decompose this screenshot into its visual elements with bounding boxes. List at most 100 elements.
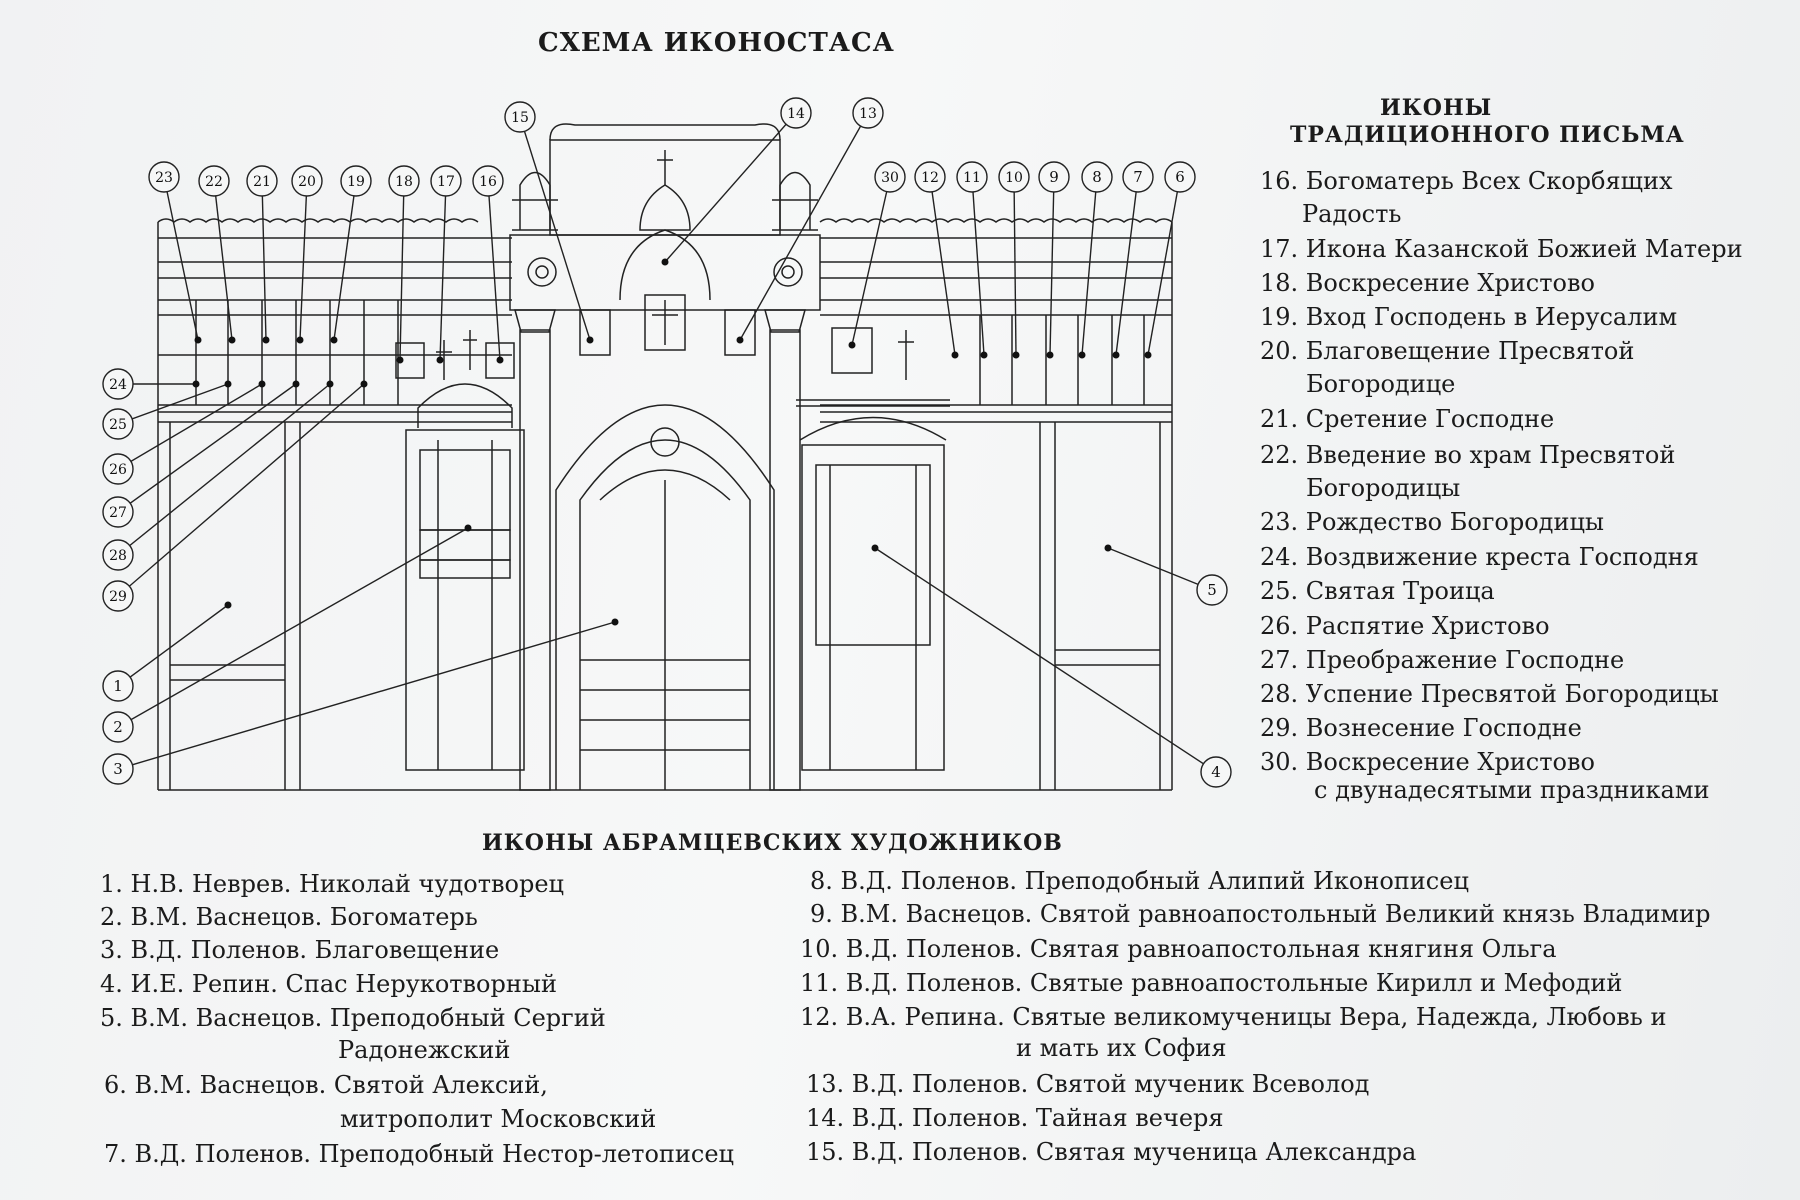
trad-item-24: 24. Воздвижение креста Господня bbox=[1260, 543, 1699, 571]
abr-item-11: 11. В.Д. Поленов. Святые равноапостольны… bbox=[800, 969, 1623, 997]
trad-item-22: 22. Введение во храм Пресвятой bbox=[1260, 441, 1676, 469]
callout-dot-2 bbox=[464, 524, 472, 532]
callout-dot-12 bbox=[951, 351, 959, 359]
callout-label-19: 19 bbox=[347, 174, 365, 190]
callout-dot-22 bbox=[228, 336, 236, 344]
callout-circle-10 bbox=[998, 161, 1030, 193]
callout-label-25: 25 bbox=[109, 417, 127, 433]
trad-item-20: 20. Благовещение Пресвятой bbox=[1260, 337, 1635, 365]
abr-item-5-cont: Радонежский bbox=[338, 1036, 511, 1064]
callout-dot-3 bbox=[611, 618, 619, 626]
callout-label-9: 9 bbox=[1049, 168, 1059, 186]
callout-circle-29 bbox=[102, 580, 134, 612]
traditional-heading-line2: ТРАДИЦИОННОГО ПИСЬМА bbox=[1290, 122, 1685, 148]
callout-dot-13 bbox=[736, 336, 744, 344]
callout-label-16: 16 bbox=[479, 174, 497, 190]
leader-line-9 bbox=[1049, 176, 1055, 356]
abr-item-13: 13. В.Д. Поленов. Святой мученик Всеволо… bbox=[806, 1070, 1370, 1098]
callout-label-1: 1 bbox=[113, 677, 123, 695]
abr-item-6-cont: митрополит Московский bbox=[340, 1105, 657, 1133]
abr-item-6: 6. В.М. Васнецов. Святой Алексий, bbox=[104, 1071, 548, 1099]
trad-item-16-cont: Радость bbox=[1302, 200, 1402, 228]
callout-dot-27 bbox=[292, 380, 300, 388]
abr-item-7: 7. В.Д. Поленов. Преподобный Нестор-лето… bbox=[104, 1140, 734, 1168]
iconostasis-structure bbox=[157, 123, 1173, 791]
callout-dot-4 bbox=[871, 544, 879, 552]
leader-line-1 bbox=[117, 604, 229, 687]
traditional-heading-line1: ИКОНЫ bbox=[1380, 95, 1493, 121]
callout-label-10: 10 bbox=[1005, 170, 1023, 186]
callout-label-8: 8 bbox=[1092, 168, 1102, 186]
callout-label-18: 18 bbox=[395, 174, 413, 190]
trad-item-25: 25. Святая Троица bbox=[1260, 577, 1495, 605]
trad-item-30-cont: с двунадесятыми праздниками bbox=[1314, 776, 1710, 804]
callout-circle-28 bbox=[102, 539, 134, 571]
callout-label-28: 28 bbox=[109, 548, 127, 564]
callout-label-15: 15 bbox=[511, 110, 529, 126]
callout-label-6: 6 bbox=[1175, 168, 1185, 186]
abramtsevo-heading: ИКОНЫ АБРАМЦЕВСКИХ ХУДОЖНИКОВ bbox=[482, 830, 1063, 856]
abr-item-5: 5. В.М. Васнецов. Преподобный Сергий bbox=[100, 1004, 606, 1032]
leader-line-22 bbox=[213, 180, 233, 341]
callout-label-17: 17 bbox=[437, 174, 455, 190]
abr-item-12: 12. В.А. Репина. Святые великомученицы В… bbox=[800, 1003, 1667, 1031]
leader-line-18 bbox=[399, 180, 405, 361]
callout-label-22: 22 bbox=[205, 174, 223, 190]
callout-circle-7 bbox=[1122, 161, 1154, 193]
trad-item-28: 28. Успение Пресвятой Богородицы bbox=[1260, 680, 1719, 708]
leader-line-13 bbox=[739, 112, 869, 341]
callout-dot-25 bbox=[224, 380, 232, 388]
leader-line-8 bbox=[1081, 176, 1098, 356]
callout-dot-21 bbox=[262, 336, 270, 344]
callout-circle-26 bbox=[102, 453, 134, 485]
trad-item-20-cont: Богородице bbox=[1306, 370, 1456, 398]
callout-circle-18 bbox=[388, 165, 420, 197]
callout-circle-13 bbox=[852, 97, 884, 129]
callout-circle-12 bbox=[914, 161, 946, 193]
leader-line-4 bbox=[874, 547, 1217, 773]
trad-item-27: 27. Преображение Господне bbox=[1260, 646, 1625, 674]
callout-dot-6 bbox=[1144, 351, 1152, 359]
callout-dot-10 bbox=[1012, 351, 1020, 359]
callout-circle-4 bbox=[1200, 756, 1232, 788]
callout-label-7: 7 bbox=[1133, 168, 1143, 186]
callout-label-26: 26 bbox=[109, 462, 127, 478]
callout-dot-19 bbox=[330, 336, 338, 344]
abr-item-12-cont: и мать их София bbox=[1016, 1034, 1227, 1062]
callout-circle-23 bbox=[148, 161, 180, 193]
callout-circle-19 bbox=[340, 165, 372, 197]
callout-circle-16 bbox=[472, 165, 504, 197]
callout-dot-18 bbox=[396, 356, 404, 364]
abr-item-15: 15. В.Д. Поленов. Святая мученица Алекса… bbox=[806, 1138, 1417, 1166]
callout-label-29: 29 bbox=[109, 589, 127, 605]
leader-line-17 bbox=[439, 180, 447, 361]
callout-dot-24 bbox=[192, 380, 200, 388]
callout-dot-20 bbox=[296, 336, 304, 344]
leader-line-15 bbox=[519, 116, 591, 341]
trad-item-21: 21. Сретение Господне bbox=[1260, 405, 1555, 433]
callout-label-14: 14 bbox=[787, 106, 805, 122]
callout-dot-8 bbox=[1078, 351, 1086, 359]
leader-line-5 bbox=[1107, 547, 1213, 591]
callout-label-24: 24 bbox=[109, 377, 127, 393]
callout-dot-15 bbox=[586, 336, 594, 344]
trad-item-16: 16. Богоматерь Всех Скорбящих bbox=[1260, 167, 1673, 195]
leader-line-11 bbox=[971, 176, 985, 356]
callout-circle-30 bbox=[874, 161, 906, 193]
callout-circle-11 bbox=[956, 161, 988, 193]
leader-line-20 bbox=[299, 180, 308, 341]
leader-line-7 bbox=[1115, 176, 1139, 356]
callout-label-30: 30 bbox=[881, 170, 899, 186]
leader-line-21 bbox=[261, 180, 267, 341]
callout-dot-5 bbox=[1104, 544, 1112, 552]
abr-item-1: 1. Н.В. Неврев. Николай чудотворец bbox=[100, 870, 564, 898]
callout-dot-17 bbox=[436, 356, 444, 364]
callout-circle-1 bbox=[102, 670, 134, 702]
trad-item-26: 26. Распятие Христово bbox=[1260, 612, 1550, 640]
leader-line-28 bbox=[117, 383, 331, 556]
leader-line-25 bbox=[117, 383, 229, 425]
leader-line-2 bbox=[117, 527, 469, 728]
